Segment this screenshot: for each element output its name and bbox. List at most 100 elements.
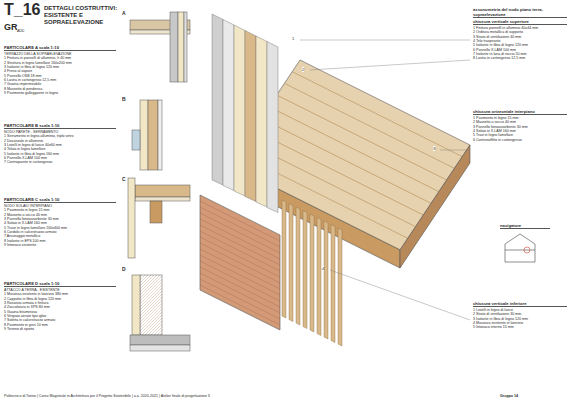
beam-line xyxy=(261,118,431,203)
wall-layer xyxy=(245,31,256,202)
brick-course xyxy=(200,225,280,265)
beam-line xyxy=(292,72,462,157)
wall-layer xyxy=(256,36,267,207)
label-text: Politecnico di Torino | Corso Magistrale… xyxy=(4,394,210,398)
panel-text: 2 Orditura metallica di supporto xyxy=(473,30,567,34)
text-panel: assonometria del nodo piano terra-soprae… xyxy=(473,6,567,61)
wood-batten xyxy=(317,218,321,336)
label-text: 4 xyxy=(322,266,324,271)
panel-text: 7 Controparete in cartongesso xyxy=(4,160,116,164)
text-panel: PARTICOLARE B scala 1:10NODO PARETE - SE… xyxy=(4,122,116,165)
panel-text: 7 Isolante in lana di roccia 50 mm xyxy=(473,52,567,56)
panel-text: 8 Lastra in cartongesso 12,5 mm xyxy=(473,56,567,60)
brick-course xyxy=(200,285,280,325)
panel-text: NODO PARETE - SERRAMENTO xyxy=(4,130,116,134)
panel-text: 2 Massetto a secco 40 mm xyxy=(473,120,567,124)
label-text: D xyxy=(122,266,126,272)
panel-text: 4 Solaio in X-LAM 160 mm xyxy=(473,129,567,133)
panel-text: 3 Pannello fonoassorbente 30 mm xyxy=(473,125,567,129)
text-panel: chiusura orizzontale interpiano1 Pavimen… xyxy=(473,108,567,142)
panel-text: 8 Pavimento in gres 10 mm xyxy=(4,323,116,327)
panel-text: ATTACCO A TERRA - ESISTENTE xyxy=(4,288,116,292)
brick-course xyxy=(200,231,280,271)
panel-heading: PARTICOLARE D scala 1:10 xyxy=(4,281,116,287)
brick-course xyxy=(200,279,280,319)
wall-layer xyxy=(223,20,234,191)
panel-text: 9 Terreno di riporto xyxy=(4,327,116,331)
text-panel: PARTICOLARE C scala 1:10NODO SOLAIO INTE… xyxy=(4,196,116,247)
panel-text: 1 Finitura pannelli in alluminio 40x44 m… xyxy=(473,26,567,30)
wood-batten xyxy=(282,200,286,318)
panel-text: 7 Ancoraggio metallico xyxy=(4,234,116,238)
beam-line xyxy=(277,95,447,180)
panel-text: 4 Muratura esistente in laterizio xyxy=(473,321,567,325)
brick-course xyxy=(200,237,280,277)
brick-course xyxy=(200,207,280,247)
text-panel: PARTICOLARE D scala 1:10ATTACCO A TERRA … xyxy=(4,280,116,331)
panel-heading: PARTICOLARE C scala 1:10 xyxy=(4,197,116,203)
brick-course xyxy=(200,219,280,259)
panel-text: 3 Listelli in legno di larice 40x60 mm xyxy=(4,143,116,147)
text-panel: chiusura verticale inferiore1 Listelli i… xyxy=(473,300,567,330)
brick-course xyxy=(200,261,280,301)
panel-text: 5 Travi in legno lamellare xyxy=(473,133,567,137)
panel-text: 1 Pavimento in legno 15 mm xyxy=(4,208,116,212)
wood-batten xyxy=(310,214,314,332)
panel-text: 3 Isolante in fibra di legno 120 mm xyxy=(473,317,567,321)
poster-title: DETTAGLI COSTRUTTIVI: ESISTENTE E SOPRAE… xyxy=(44,5,118,26)
brick-course xyxy=(200,273,280,313)
panel-text: 1 Muratura esistente in laterizio 380 mm xyxy=(4,292,116,296)
beam-line xyxy=(269,107,439,192)
panel-text: 1 Finitura in pannelli di alluminio, h 4… xyxy=(4,56,116,60)
brick-course xyxy=(200,249,280,289)
wood-batten xyxy=(331,225,335,343)
panel-text: 5 Pannello OSB 18 mm xyxy=(4,74,116,78)
label-text: 2 xyxy=(302,67,304,72)
panel-heading: navigatore xyxy=(500,223,550,229)
label-text: 1 xyxy=(292,36,294,41)
panel-text: 6 Vespaio aerato tipo igloo xyxy=(4,314,116,318)
panel-text: 1 Pavimento in legno 15 mm xyxy=(473,116,567,120)
panel-text: 6 Cordolo in calcestruzzo armato xyxy=(4,230,116,234)
panel-text: 6 Controsoffitto in cartongesso xyxy=(473,138,567,142)
panel-text: 5 Guaina bituminosa xyxy=(4,310,116,314)
label-text: Gruppo 14 xyxy=(500,394,518,398)
panel-text: 9 Pavimento galleggiante in legno xyxy=(4,91,116,95)
panel-text: 2 Cappotto in fibra di legno 120 mm xyxy=(4,297,116,301)
panel-text: 6 Pannello X-LAM 100 mm xyxy=(473,48,567,52)
panel-text: 5 Trave in legno lamellare 200x400 mm xyxy=(4,226,116,230)
panel-text: 5 Isolante in fibra di legno 120 mm xyxy=(473,43,567,47)
wood-batten xyxy=(338,228,342,346)
wood-batten xyxy=(296,207,300,325)
panel-text: TERRAZZO DELLA SOPRAELEVAZIONE xyxy=(4,52,116,56)
panel-heading: PARTICOLARE A scala 1:10 xyxy=(4,45,116,51)
panel-text: 3 Pannello fonoassorbente 30 mm xyxy=(4,217,116,221)
brick-course xyxy=(200,213,280,253)
panel-text: 4 Solaio in X-LAM 160 mm xyxy=(4,221,116,225)
panel-text: 5 Intonaco interno 15 mm xyxy=(473,325,567,329)
panel-text: 4 Zoccolatura in XPS 80 mm xyxy=(4,305,116,309)
panel-heading: chiusura verticale inferiore xyxy=(473,301,567,307)
panel-heading: assonometria del nodo piano terra-soprae… xyxy=(473,7,567,18)
panel-heading: chiusura orizzontale interpiano xyxy=(473,109,567,115)
panel-text: 4 Telo traspirante xyxy=(473,39,567,43)
wall-layer xyxy=(267,42,278,213)
panel-text: 7 Guaina impermeabile xyxy=(4,82,116,86)
label-text: B xyxy=(122,96,126,102)
label-text: T_16 xyxy=(4,1,40,19)
wood-batten xyxy=(303,211,307,329)
brick-course xyxy=(200,243,280,283)
panel-text: 4 Telaio in legno lamellare xyxy=(4,147,116,151)
panel-text: 2 Strato di ventilazione 30 mm xyxy=(473,312,567,316)
wood-batten xyxy=(289,204,293,322)
panel-text: NODO SOLAIO INTERPIANO xyxy=(4,204,116,208)
beam-line xyxy=(284,83,454,168)
panel-text: 8 Massetto di pendenza xyxy=(4,87,116,91)
wall-layer xyxy=(212,14,223,185)
panel-text: 9 Intonaco esistente xyxy=(4,243,116,247)
panel-text: 3 Rasatura armata e finitura xyxy=(4,301,116,305)
panel-text: 1 Listelli in legno di larice xyxy=(473,308,567,312)
wood-batten xyxy=(324,221,328,339)
